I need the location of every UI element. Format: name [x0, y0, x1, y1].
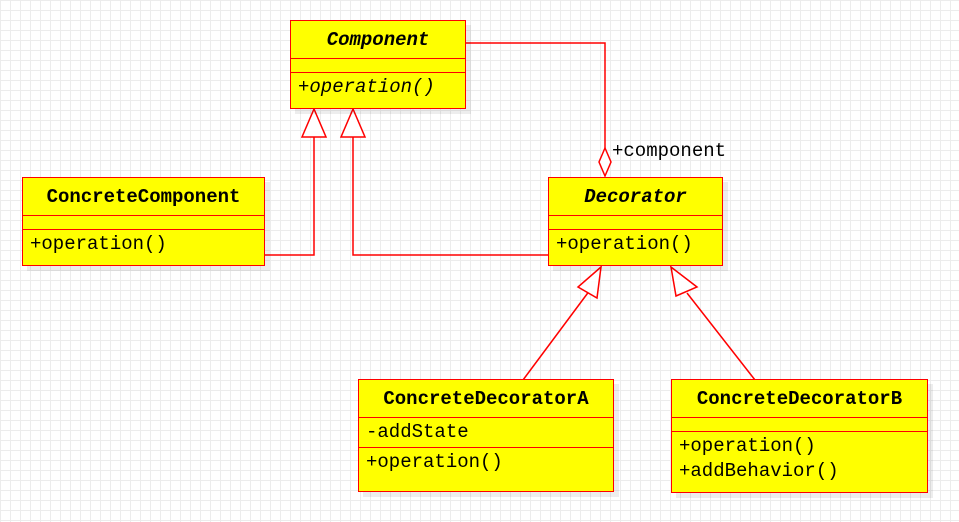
class-component[interactable]: Component +operation()	[290, 20, 466, 109]
inheritance-arrowhead-decorator-a	[576, 265, 602, 300]
class-concrete-component[interactable]: ConcreteComponent +operation()	[22, 177, 265, 266]
operation: +operation()	[30, 233, 167, 255]
inheritance-arrowhead-decorator-b	[669, 265, 699, 298]
class-name: Decorator	[549, 178, 722, 216]
class-decorator[interactable]: Decorator +operation()	[548, 177, 723, 266]
inheritance-arrowhead-concrete-component	[300, 107, 328, 138]
association-role-label: +component	[612, 140, 727, 162]
generalization-line-decorator-b	[686, 292, 756, 381]
operations-compartment: +operation()	[359, 448, 613, 477]
attributes-compartment	[672, 418, 927, 432]
operations-compartment: +operation()	[549, 230, 722, 259]
operations-compartment: +operation()	[291, 73, 465, 102]
operations-compartment: +operation()	[23, 230, 264, 259]
class-name: ConcreteDecoratorB	[672, 380, 927, 418]
inheritance-arrowhead-decorator	[339, 107, 367, 138]
class-concrete-decorator-b[interactable]: ConcreteDecoratorB +operation() +addBeha…	[671, 379, 928, 493]
operation: +operation()	[298, 76, 435, 98]
attributes-compartment	[23, 216, 264, 230]
generalization-line-concrete-component	[264, 137, 315, 256]
attributes-compartment	[549, 216, 722, 230]
generalization-line-decorator-a	[522, 289, 591, 381]
aggregation-diamond	[598, 146, 612, 178]
generalization-line-decorator	[352, 137, 549, 256]
attribute: -addState	[366, 421, 469, 443]
class-concrete-decorator-a[interactable]: ConcreteDecoratorA -addState +operation(…	[358, 379, 614, 492]
class-name: ConcreteComponent	[23, 178, 264, 216]
attributes-compartment: -addState	[359, 418, 613, 448]
class-name: Component	[291, 21, 465, 59]
attributes-compartment	[291, 59, 465, 73]
operations-compartment: +operation() +addBehavior()	[672, 432, 927, 486]
operation: +operation()	[366, 451, 503, 473]
operation: +operation()	[556, 233, 693, 255]
operation: +operation()	[679, 435, 816, 457]
operation: +addBehavior()	[679, 460, 839, 482]
aggregation-line	[465, 42, 606, 148]
class-name: ConcreteDecoratorA	[359, 380, 613, 418]
